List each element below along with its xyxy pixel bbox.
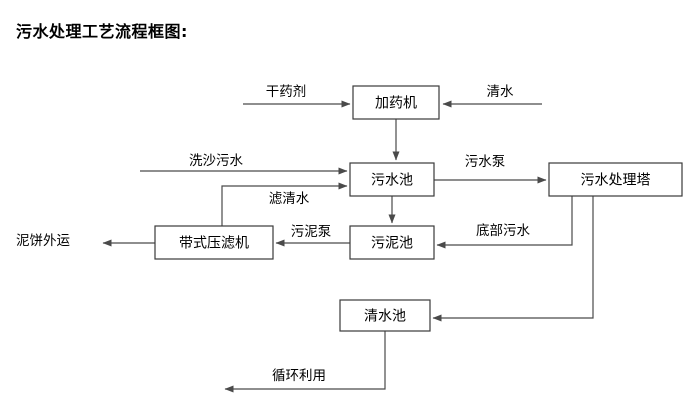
edge-clearwater-recycle: [224, 331, 386, 393]
node-sewage-pool-box[interactable]: [349, 162, 435, 197]
node-dosing-box[interactable]: [352, 85, 440, 120]
node-treatment-tower-label: 污水处理塔: [581, 173, 651, 189]
edge-tower-to-sludge: [436, 196, 573, 249]
node-belt-filter-press-label: 带式压滤机: [179, 236, 249, 252]
node-dosing-label: 加药机: [375, 96, 417, 112]
node-sludge-pool-box[interactable]: [349, 225, 435, 260]
node-clear-water-pool[interactable]: 清水池: [339, 299, 431, 332]
edge-label-sludge-pump: 污泥泵: [291, 224, 332, 240]
node-clear-water-pool-box[interactable]: [339, 299, 431, 332]
edge-tower-to-clearwater: [432, 196, 594, 322]
edge-labels-layer: 干药剂 清水 洗沙污水 滤清水 污水泵 污泥泵 底部污水 循环利用: [189, 84, 530, 384]
node-sewage-pool-label: 污水池: [371, 173, 413, 189]
terminal-label-mud-cake-transport: 泥饼外运: [16, 233, 70, 249]
edge-label-sewage-pump: 污水泵: [465, 154, 506, 170]
node-treatment-tower-box[interactable]: [548, 162, 683, 197]
node-sewage-pool[interactable]: 污水池: [349, 162, 435, 197]
node-sludge-pool-label: 污泥池: [371, 236, 413, 252]
edges-layer: [102, 100, 594, 393]
edge-label-clean-water: 清水: [487, 84, 515, 100]
edge-filtrate-to-sewage: [221, 182, 348, 226]
node-treatment-tower[interactable]: 污水处理塔: [548, 162, 683, 197]
node-belt-filter-press[interactable]: 带式压滤机: [154, 225, 274, 260]
edge-label-recycle-reuse: 循环利用: [272, 368, 326, 384]
page-title: 污水处理工艺流程框图:: [16, 22, 188, 41]
node-dosing[interactable]: 加药机: [352, 85, 440, 120]
edge-label-filtrate: 滤清水: [269, 191, 310, 207]
node-belt-filter-press-box[interactable]: [154, 225, 274, 260]
edge-label-dry-agent: 干药剂: [266, 84, 307, 100]
terminal-labels-layer: 泥饼外运: [16, 233, 70, 249]
edge-label-bottom-sewage: 底部污水: [476, 223, 530, 239]
node-clear-water-pool-label: 清水池: [364, 309, 406, 325]
nodes-layer: 加药机 污水池 污水处理塔 带式压滤机 污泥池 清水池: [154, 85, 683, 332]
edge-label-sand-wash-sewage: 洗沙污水: [189, 153, 243, 169]
node-sludge-pool[interactable]: 污泥池: [349, 225, 435, 260]
